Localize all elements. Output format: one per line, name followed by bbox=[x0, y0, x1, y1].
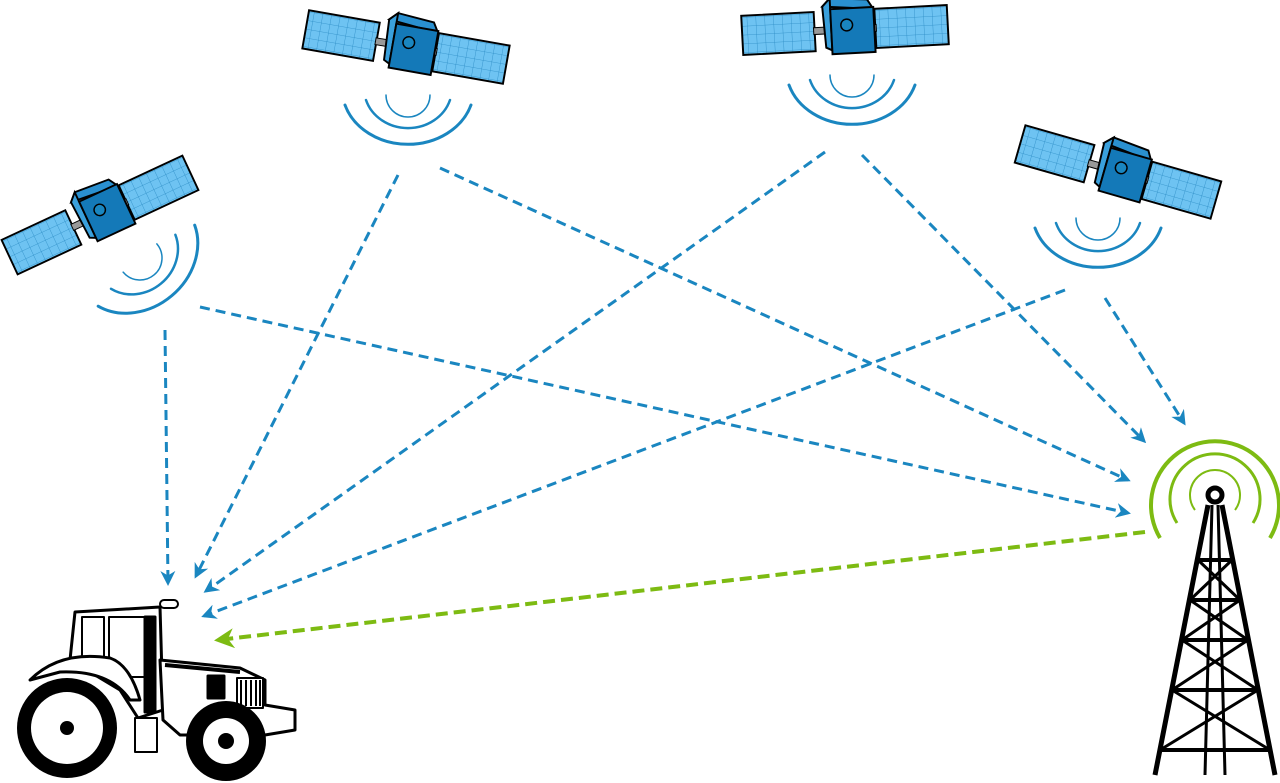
signal-waves-icon bbox=[787, 73, 917, 126]
link-sat3-tractor bbox=[203, 150, 826, 593]
link-sat1-tower bbox=[199, 305, 1131, 518]
satellite-2 bbox=[300, 0, 513, 146]
tower-signal-waves-icon bbox=[1149, 439, 1280, 540]
satellite-3 bbox=[739, 0, 950, 126]
tractor-icon bbox=[17, 599, 297, 781]
radio-tower-icon bbox=[1149, 439, 1280, 776]
link-tower-tractor bbox=[214, 530, 1146, 649]
satellite-icon bbox=[739, 0, 950, 60]
link-sat3-tower bbox=[860, 153, 1147, 444]
link-sat2-tractor bbox=[194, 174, 400, 579]
link-sat4-tower bbox=[1103, 297, 1186, 426]
satellite-icon bbox=[1012, 112, 1226, 224]
satellite-icon bbox=[0, 143, 201, 279]
link-sat2-tower bbox=[439, 166, 1131, 482]
signal-waves-icon bbox=[343, 93, 473, 146]
signal-waves-icon bbox=[1033, 216, 1163, 269]
satellite-icon bbox=[300, 0, 513, 89]
link-sat4-tractor bbox=[201, 288, 1066, 619]
link-sat1-tractor bbox=[160, 329, 176, 586]
satellite-4 bbox=[1012, 112, 1226, 269]
satellite-links bbox=[160, 150, 1186, 619]
satellite-1 bbox=[0, 143, 222, 338]
